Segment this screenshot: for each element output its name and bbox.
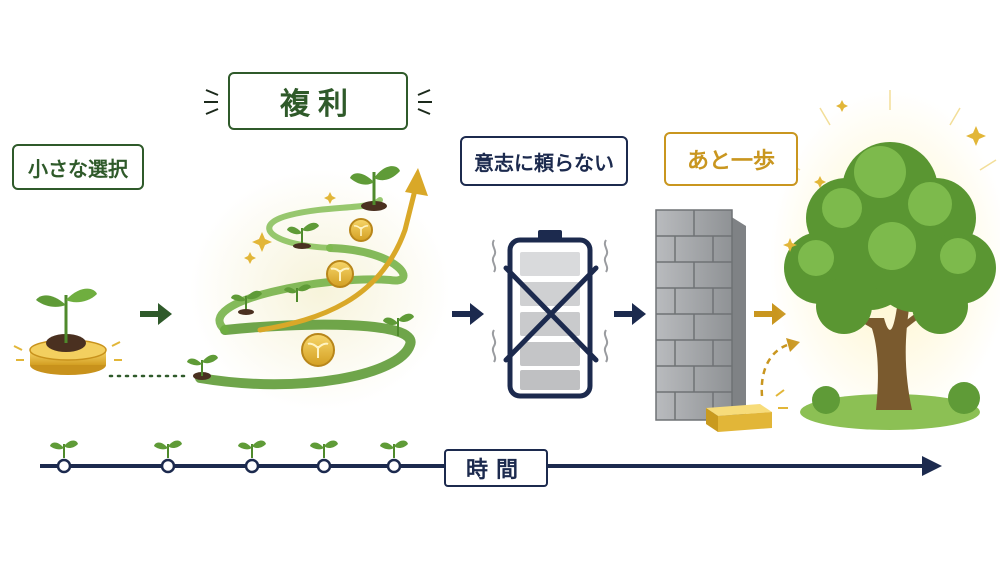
seedling-icon xyxy=(350,166,400,211)
one-more-step-label: あと一歩 xyxy=(664,132,798,186)
cross-icon xyxy=(503,265,599,363)
timeline-milestone xyxy=(50,440,78,474)
seedling-icon xyxy=(287,222,319,249)
dashed-arrow xyxy=(760,342,791,397)
tree-icon xyxy=(770,90,1000,430)
no-willpower-label: 意志に頼らない xyxy=(460,136,628,186)
small-choice-seedling-coin xyxy=(13,288,122,375)
coin-icon xyxy=(301,333,335,367)
compound-label: 複利 xyxy=(228,72,408,130)
seedling-icon xyxy=(231,290,262,315)
seedling-icon xyxy=(284,284,311,302)
timeline-milestone xyxy=(154,440,182,474)
timeline-milestone xyxy=(310,440,338,474)
seedling-icon xyxy=(187,354,218,380)
coin-icon xyxy=(326,260,354,288)
battery-icon xyxy=(491,230,609,399)
time-label: 時間 xyxy=(444,449,548,487)
arrow-icon xyxy=(140,303,172,325)
timeline-milestone xyxy=(380,440,408,474)
compound-spiral xyxy=(187,89,450,410)
timeline-milestone xyxy=(238,440,266,474)
seedling-icon xyxy=(383,313,414,336)
arrow-icon xyxy=(452,303,484,325)
gold-brick-icon xyxy=(706,404,772,432)
small-choice-label: 小さな選択 xyxy=(12,144,144,190)
coin-icon xyxy=(349,218,373,242)
arrow-icon xyxy=(614,303,646,325)
wall-icon xyxy=(655,209,746,421)
